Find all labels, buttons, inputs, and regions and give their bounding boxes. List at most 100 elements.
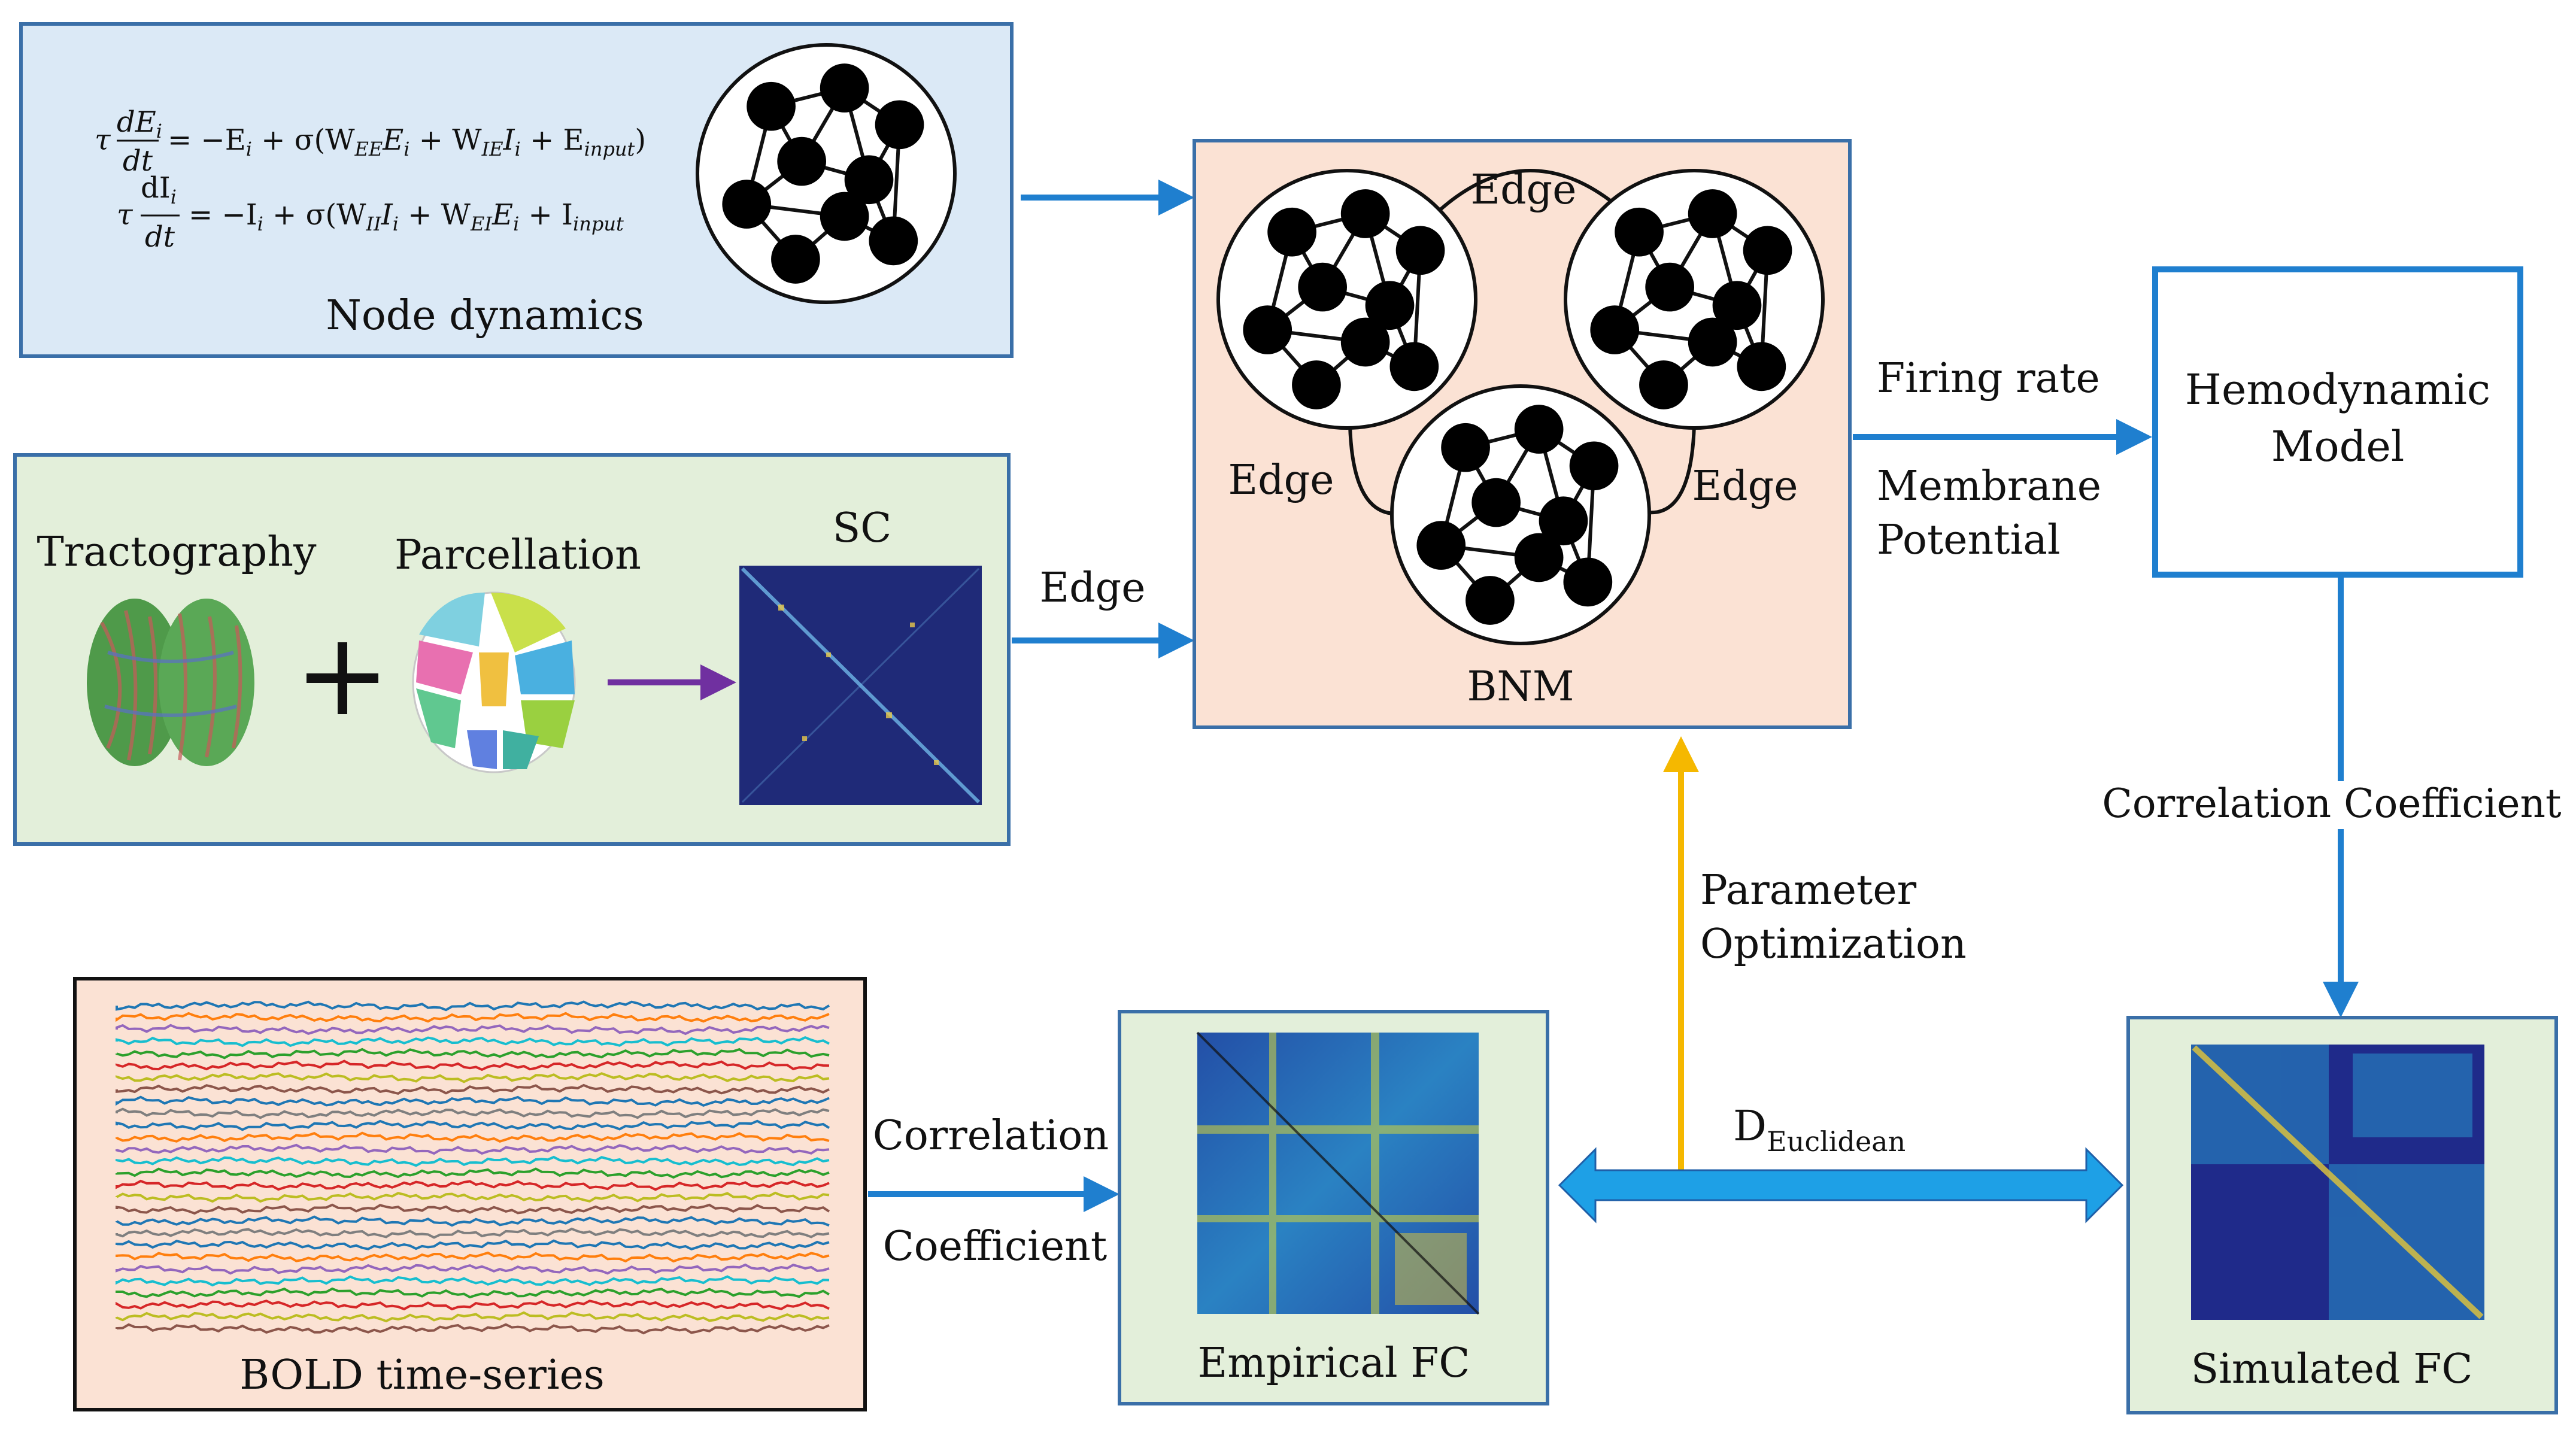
network-node <box>1441 423 1490 472</box>
bold-trace <box>116 1131 830 1143</box>
corr-coeff-right-bg <box>2095 781 2568 829</box>
simulated-fc-label: Simulated FC <box>2191 1346 2473 1393</box>
hemodynamic-label-1: Hemodynamic <box>2185 365 2490 414</box>
network-node <box>1743 226 1792 275</box>
network-node <box>1514 533 1564 582</box>
simulated-fc-panel: Simulated FC <box>2126 1016 2558 1414</box>
empirical-fc-label: Empirical FC <box>1198 1340 1470 1387</box>
bold-trace <box>116 1000 830 1012</box>
eq1-numerator: dEi <box>117 105 162 142</box>
network-node <box>1340 317 1390 367</box>
bold-title: BOLD time-series <box>239 1352 605 1399</box>
network-node <box>844 155 894 205</box>
network-node <box>1416 521 1466 570</box>
bold-trace <box>116 1203 830 1215</box>
sc-matrix-image <box>739 566 982 805</box>
eq2-tau: τ <box>117 198 133 232</box>
corr-left-label-1: Correlation <box>873 1112 1109 1159</box>
eq2-rhs: = −Ii + σ(WIIIi + WEIEi + Iinput <box>189 198 624 235</box>
hemodynamic-model-box: Hemodynamic Model <box>2152 266 2523 578</box>
bold-trace <box>116 1275 830 1287</box>
network-node <box>1514 405 1564 454</box>
node-dynamics-title: Node dynamics <box>326 292 644 339</box>
network-node <box>869 216 918 266</box>
bnm-region-left <box>1216 169 1477 430</box>
tractography-brain-image <box>87 599 254 766</box>
bold-trace <box>116 1036 830 1048</box>
eq2-denominator: dt <box>145 220 175 254</box>
eq1-rhs: = −Ei + σ(WEEEi + WIEIi + Einput) <box>168 123 646 160</box>
bold-trace <box>116 1155 830 1167</box>
potential-label: Potential <box>1877 517 2061 564</box>
network-node <box>875 100 924 150</box>
bold-trace <box>116 1300 830 1311</box>
bold-trace <box>116 1083 830 1095</box>
bold-trace <box>116 1215 830 1227</box>
plus-sign <box>307 642 378 714</box>
parcellation-label: Parcellation <box>395 532 641 579</box>
edge-arrow-label: Edge <box>1040 564 1146 612</box>
network-node <box>820 192 869 241</box>
network-node <box>1395 226 1445 275</box>
bold-trace <box>116 1024 830 1036</box>
equation-inhibitory: τ dIi dt = −Ii + σ(WIIIi + WEIEi + Iinpu… <box>117 171 624 254</box>
bold-trace <box>116 1239 830 1250</box>
network-node <box>1365 281 1415 330</box>
node-network-icon <box>696 43 957 304</box>
network-node <box>1292 360 1341 409</box>
network-node <box>1389 342 1439 391</box>
network-node <box>1688 317 1737 367</box>
parameter-label: Parameter <box>1700 867 1917 914</box>
bold-trace <box>116 1191 830 1203</box>
simulated-fc-matrix <box>2191 1045 2484 1320</box>
bnm-region-bottom <box>1390 384 1651 645</box>
membrane-label: Membrane <box>1877 463 2101 510</box>
network-node <box>771 235 820 284</box>
network-node <box>1645 262 1694 312</box>
node-dynamics-panel: τ dEi dt = −Ei + σ(WEEEi + WIEIi + Einpu… <box>19 22 1014 358</box>
empirical-fc-matrix <box>1196 1031 1480 1315</box>
bnm-edge-top-label: Edge <box>1471 166 1577 214</box>
bold-trace <box>116 1167 830 1179</box>
empirical-fc-panel: Empirical FC <box>1118 1010 1549 1405</box>
bold-panel: BOLD time-series <box>73 977 867 1411</box>
bold-trace <box>116 1323 830 1335</box>
network-node <box>1243 305 1292 354</box>
network-node <box>747 81 796 131</box>
sc-label: SC <box>833 505 892 552</box>
network-node <box>722 180 772 229</box>
network-node <box>1615 207 1664 257</box>
bnm-edge-left-label: Edge <box>1228 457 1334 504</box>
network-node <box>1539 496 1588 546</box>
bnm-title: BNM <box>1467 663 1574 711</box>
bold-trace <box>116 1095 830 1107</box>
bold-trace <box>116 1263 830 1275</box>
network-node <box>1563 557 1613 607</box>
tractography-label: Tractography <box>37 529 317 576</box>
network-node <box>777 136 826 186</box>
network-node <box>820 63 869 113</box>
eq1-tau: τ <box>95 123 111 157</box>
optimization-label: Optimization <box>1700 921 1967 968</box>
bnm-edge-right-label: Edge <box>1692 463 1798 510</box>
bold-trace <box>116 1107 830 1119</box>
bold-trace <box>116 1072 830 1083</box>
network-node <box>1466 576 1515 625</box>
bold-traces <box>116 1000 830 1335</box>
bnm-edge-top <box>1432 169 1630 217</box>
eq1-denominator: dt <box>123 144 153 178</box>
corr-coeff-right-label: Correlation Coefficient <box>2102 781 2561 827</box>
firing-rate-label: Firing rate <box>1877 355 2100 402</box>
bold-trace <box>116 1048 830 1059</box>
bold-trace <box>116 1311 830 1323</box>
network-node <box>1569 441 1619 491</box>
network-node <box>1737 342 1786 391</box>
bold-trace <box>116 1179 830 1191</box>
network-node <box>1267 207 1316 257</box>
bold-trace <box>116 1012 830 1023</box>
bnm-region-right <box>1564 169 1825 430</box>
euclidean-double-arrow <box>1558 1147 2124 1224</box>
bold-trace <box>116 1287 830 1299</box>
bnm-edge-right <box>1643 424 1696 515</box>
